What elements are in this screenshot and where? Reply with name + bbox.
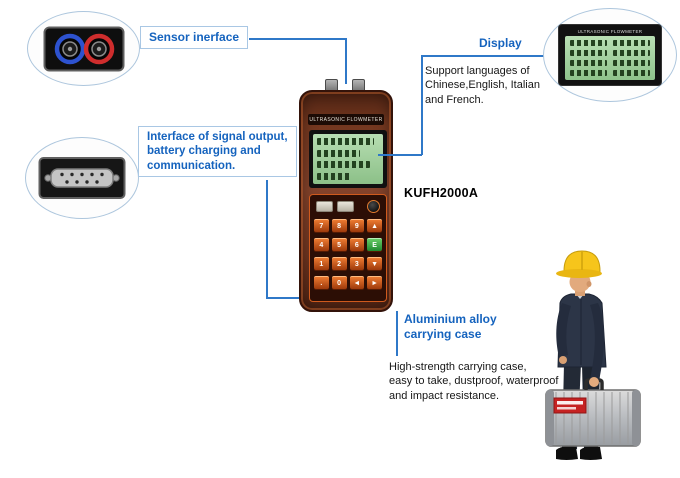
lcd-text-row (570, 70, 650, 76)
function-key (337, 201, 354, 212)
carrying-case-label: Aluminium alloy carrying case (404, 312, 497, 341)
sensor-connectors-icon (43, 26, 124, 71)
callout-line-signal-h (266, 297, 300, 299)
power-button (367, 200, 380, 213)
keypad-key: 1 (314, 257, 329, 270)
device-lcd-bezel (309, 130, 387, 188)
display-zoom-photo: ULTRASONIC FLOWMETER (543, 8, 677, 102)
lcd-text-row (317, 138, 375, 145)
carrying-case-description: High-strength carrying case, easy to tak… (389, 361, 559, 402)
keypad-key: ▼ (367, 257, 382, 270)
function-key (316, 201, 333, 212)
device-lcd-screen (313, 134, 383, 184)
zoomed-display-brand-text: ULTRASONIC FLOWMETER (577, 29, 643, 34)
lcd-text-row (317, 172, 352, 180)
device-model-label: KUFH2000A (404, 186, 479, 200)
keypad-key: ▲ (367, 219, 382, 232)
callout-line-display-h1 (378, 154, 422, 156)
callout-line-display-v (421, 55, 423, 155)
device-brand-text: ULTRASONIC FLOWMETER (308, 114, 384, 125)
callout-line-sensor-v (345, 38, 347, 84)
lcd-text-row (570, 40, 650, 46)
sensor-interface-label: Sensor inerface (140, 26, 249, 49)
signal-interface-photo (25, 137, 139, 219)
callout-line-display-h2 (421, 55, 545, 57)
keypad-key: 9 (349, 219, 365, 232)
keypad-enter-key: E (367, 238, 382, 251)
db9-connector-icon (38, 157, 126, 199)
keypad-key: 8 (331, 219, 347, 232)
keypad-key: . (314, 276, 329, 289)
zoomed-display-bezel: ULTRASONIC FLOWMETER (558, 24, 662, 86)
zoomed-display-screen (565, 36, 655, 80)
keypad-key: 0 (331, 276, 347, 289)
worker-with-case-illustration (545, 250, 641, 460)
lcd-text-row (570, 60, 650, 66)
flowmeter-device: ULTRASONIC FLOWMETER 7 8 9 ▲ 4 5 (299, 90, 393, 312)
signal-interface-label: Interface of signal output, battery char… (138, 126, 297, 178)
callout-line-sensor-h (249, 38, 346, 40)
keypad-key: 3 (349, 257, 365, 270)
keypad-key: 6 (349, 238, 365, 251)
lcd-text-row (317, 149, 361, 157)
sensor-interface-photo (27, 11, 140, 86)
keypad-key: 5 (331, 238, 347, 251)
keypad-key: 2 (331, 257, 347, 270)
keypad-key: ► (367, 276, 382, 289)
display-description: Support languages of Chinese,English, It… (425, 65, 540, 106)
keypad-key: 4 (314, 238, 329, 251)
lcd-text-row (570, 50, 650, 56)
device-keypad: 7 8 9 ▲ 4 5 6 E 1 2 3 ▼ . 0 ◄ ► (309, 194, 387, 302)
callout-line-signal-v (266, 180, 268, 298)
keypad-key: 7 (314, 219, 329, 232)
callout-line-case-v (396, 311, 398, 356)
display-label: Display (479, 36, 522, 50)
lcd-text-row (317, 161, 370, 169)
keypad-key: ◄ (349, 276, 365, 289)
